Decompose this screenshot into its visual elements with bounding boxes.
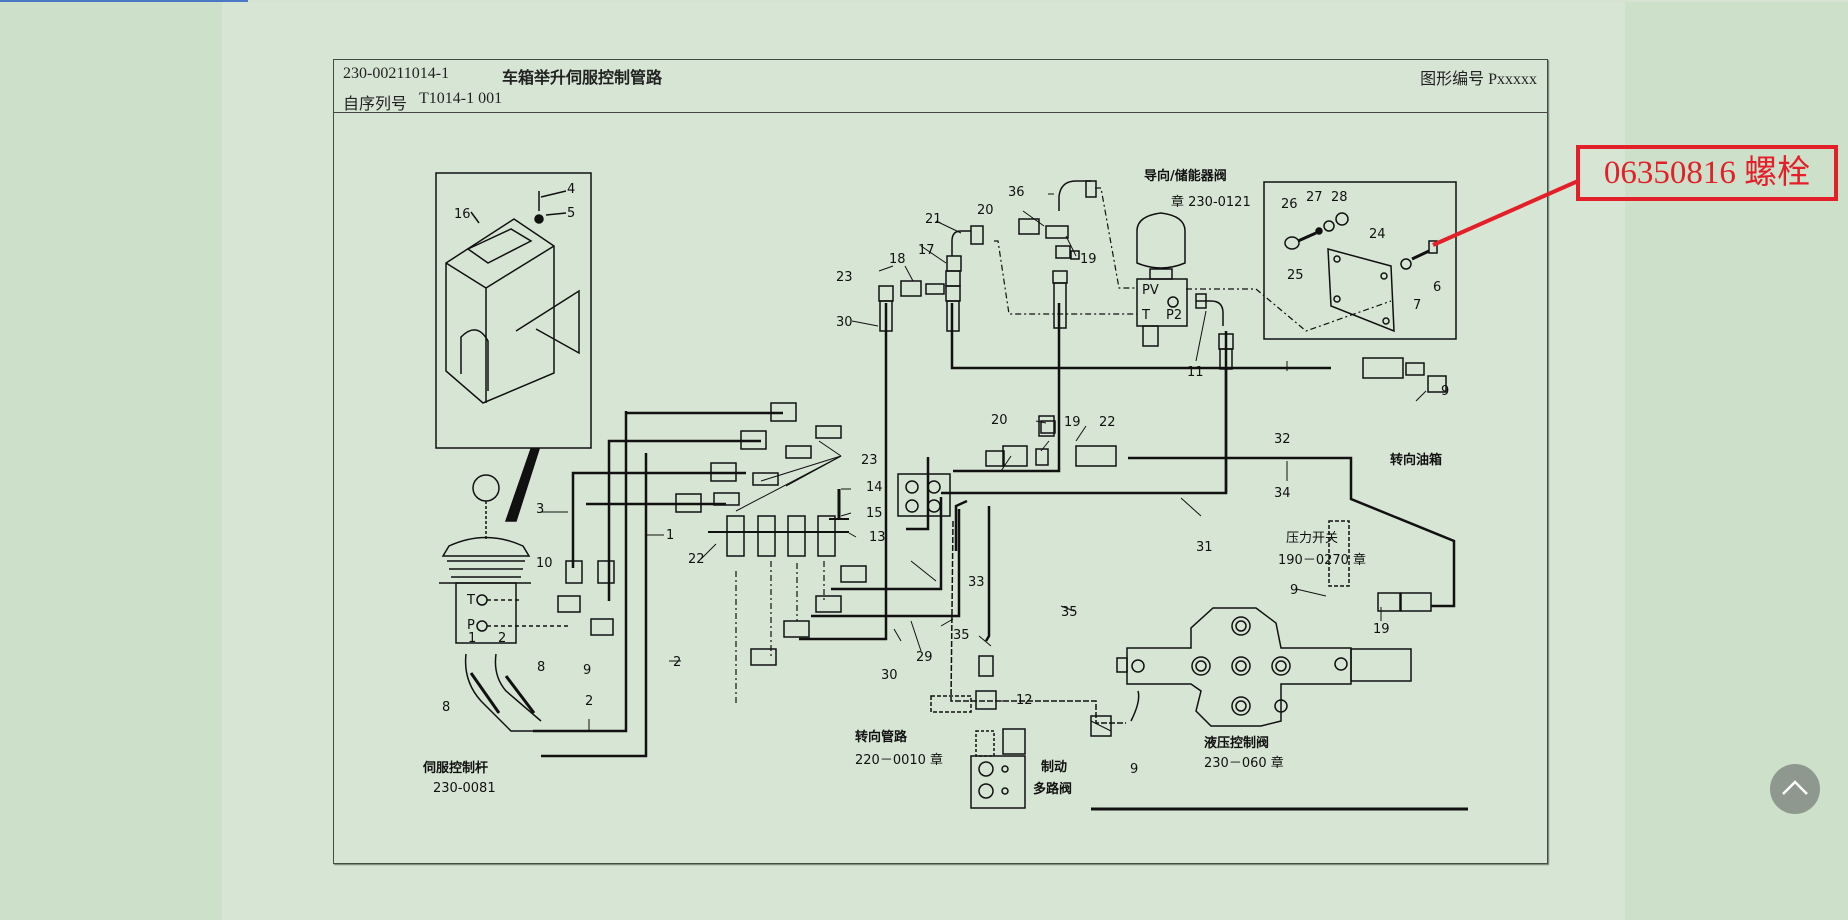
part-label-19c: 19 bbox=[1373, 622, 1390, 637]
chevron-up-icon bbox=[1782, 780, 1808, 795]
pilot-lines bbox=[735, 187, 1392, 706]
part-label-9c: 9 bbox=[1290, 583, 1298, 598]
part-label-24: 24 bbox=[1369, 227, 1386, 242]
upper-fittings bbox=[878, 180, 1097, 332]
part-label-18: 18 bbox=[889, 252, 906, 267]
lever-port-1: 1 bbox=[468, 631, 476, 646]
port-pv-label: PV bbox=[1142, 283, 1159, 298]
part-label-29: 29 bbox=[916, 650, 933, 665]
part-label-20a: 20 bbox=[977, 203, 994, 218]
accumulator-valve-name: 导向/储能器阀 bbox=[1144, 168, 1227, 184]
port-t-label: T bbox=[1141, 308, 1150, 323]
part-label-4: 4 bbox=[567, 182, 575, 197]
steering-pipe-code: 220－0010 章 bbox=[855, 752, 943, 768]
brake-multiway-valve bbox=[930, 655, 1026, 809]
hydraulic-valve-code: 230－060 章 bbox=[1204, 755, 1284, 771]
drawing-code: 230-00211014-1 bbox=[343, 65, 450, 82]
part-label-9a: 9 bbox=[583, 663, 591, 678]
mounting-plate-inset bbox=[1263, 181, 1457, 340]
part-label-3: 3 bbox=[536, 502, 544, 517]
hydraulic-schematic: 4 5 16 10 3 1 2 2 9 8 8 22 23 14 15 13 3… bbox=[422, 168, 1468, 811]
accumulator-valve-code: 章 230-0121 bbox=[1171, 194, 1251, 210]
part-label-26: 26 bbox=[1281, 197, 1298, 212]
figure-number: 图形编号 Pxxxxx bbox=[1420, 71, 1537, 88]
part-label-19b: 19 bbox=[1064, 415, 1081, 430]
component-labels: 伺服控制杆 230-0081 导向/储能器阀 章 230-0121 转向油箱 压… bbox=[422, 168, 1442, 797]
part-label-21: 21 bbox=[925, 212, 942, 227]
drawing-title: 车箱举升伺服控制管路 bbox=[502, 68, 663, 87]
serial-value: T1014-1 001 bbox=[419, 90, 503, 107]
pipe-network bbox=[533, 303, 1468, 811]
brake-valve-line2: 多路阀 bbox=[1033, 781, 1072, 797]
bulkhead-fittings bbox=[708, 425, 849, 557]
part-label-2b: 2 bbox=[585, 694, 593, 709]
content-column bbox=[222, 2, 1625, 920]
pressure-switch-name: 压力开关 bbox=[1286, 531, 1338, 546]
servo-control-lever bbox=[439, 474, 569, 732]
pressure-switch-code: 190－0270 章 bbox=[1278, 552, 1366, 568]
part-label-8a: 8 bbox=[537, 660, 545, 675]
part-label-36: 36 bbox=[1008, 185, 1025, 200]
servo-lever-name: 伺服控制杆 bbox=[422, 760, 488, 776]
manifold-block bbox=[897, 473, 951, 517]
lever-port-p: P bbox=[467, 618, 475, 633]
part-label-25: 25 bbox=[1287, 268, 1304, 283]
part-label-22b: 22 bbox=[1099, 415, 1116, 430]
part-label-31: 31 bbox=[1196, 540, 1213, 555]
lever-port-t: T bbox=[466, 593, 475, 608]
part-label-15: 15 bbox=[866, 506, 883, 521]
part-label-13: 13 bbox=[869, 530, 886, 545]
part-label-9d: 9 bbox=[1130, 762, 1138, 777]
part-label-19a: 19 bbox=[1080, 252, 1097, 267]
part-label-23a: 23 bbox=[861, 453, 878, 468]
part-label-14: 14 bbox=[866, 480, 883, 495]
part-label-1: 1 bbox=[666, 528, 674, 543]
accumulator-valve bbox=[1136, 212, 1234, 370]
callout-text: 06350816 螺栓 bbox=[1603, 155, 1811, 191]
part-label-35a: 35 bbox=[953, 628, 970, 643]
leader-lines bbox=[541, 193, 1427, 732]
reading-progress-fill bbox=[0, 0, 248, 2]
part-label-27: 27 bbox=[1306, 190, 1323, 205]
part-label-30a: 30 bbox=[881, 668, 898, 683]
part-label-17: 17 bbox=[918, 243, 935, 258]
part-label-8b: 8 bbox=[442, 700, 450, 715]
drawing-header: 230-00211014-1 车箱举升伺服控制管路 自序列号 T1014-1 0… bbox=[334, 60, 1547, 113]
part-label-20b: 20 bbox=[991, 413, 1008, 428]
part-label-11: 11 bbox=[1187, 365, 1204, 380]
servo-lever-code: 230-0081 bbox=[433, 781, 496, 796]
part-label-7: 7 bbox=[1413, 298, 1421, 313]
port-p2-label: P2 bbox=[1166, 308, 1182, 323]
brake-valve-line1: 制动 bbox=[1041, 759, 1067, 775]
part-label-32: 32 bbox=[1274, 432, 1291, 447]
part-label-33: 33 bbox=[968, 575, 985, 590]
part-label-23b: 23 bbox=[836, 270, 853, 285]
part-label-10: 10 bbox=[536, 556, 553, 571]
part-number-labels: 4 5 16 10 3 1 2 2 9 8 8 22 23 14 15 13 3… bbox=[442, 182, 1449, 777]
part-label-28: 28 bbox=[1331, 190, 1348, 205]
reading-progress-track bbox=[0, 0, 1848, 2]
hose-fittings bbox=[557, 357, 1447, 666]
part-label-6: 6 bbox=[1433, 280, 1441, 295]
part-label-12: 12 bbox=[1016, 693, 1033, 708]
part-label-9b: 9 bbox=[1441, 384, 1449, 399]
scroll-to-top-button[interactable] bbox=[1770, 764, 1820, 814]
part-label-5: 5 bbox=[567, 206, 575, 221]
hydraulic-control-valve bbox=[1090, 607, 1412, 737]
part-label-34: 34 bbox=[1274, 486, 1291, 501]
part-callout-label: 06350816 螺栓 bbox=[1576, 145, 1838, 201]
part-label-35b: 35 bbox=[1061, 605, 1078, 620]
parts-drawing-frame: 230-00211014-1 车箱举升伺服控制管路 自序列号 T1014-1 0… bbox=[333, 59, 1548, 864]
hydraulic-valve-name: 液压控制阀 bbox=[1204, 735, 1269, 751]
lever-port-2: 2 bbox=[498, 631, 506, 646]
part-label-22a: 22 bbox=[688, 552, 705, 567]
steering-tank-label: 转向油箱 bbox=[1390, 452, 1442, 468]
part-label-2a: 2 bbox=[673, 655, 681, 670]
steering-pipe-name: 转向管路 bbox=[855, 729, 908, 745]
part-label-30b: 30 bbox=[836, 315, 853, 330]
cover-inset bbox=[435, 172, 592, 522]
serial-label: 自序列号 bbox=[343, 96, 408, 113]
part-label-16: 16 bbox=[454, 207, 471, 222]
